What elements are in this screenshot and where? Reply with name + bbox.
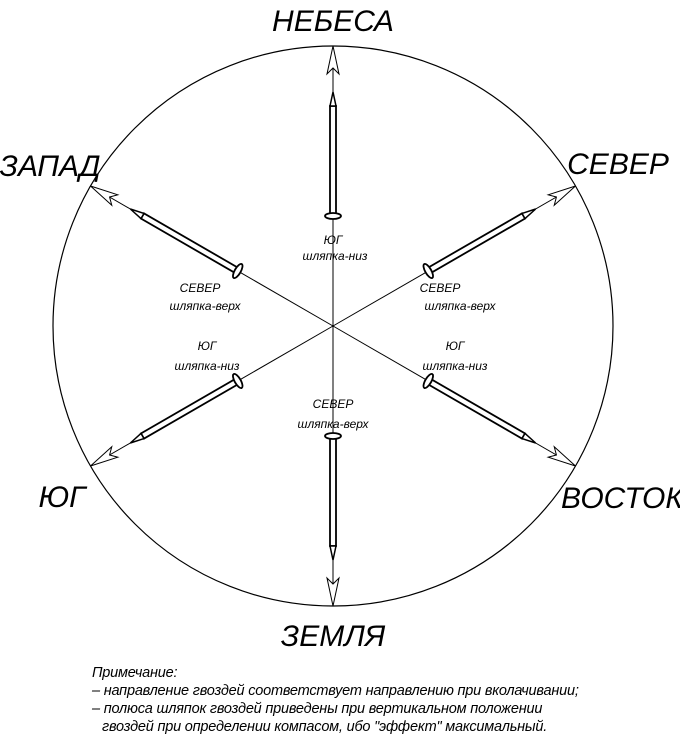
arrow-icon	[326, 45, 340, 76]
label-earth: ЗЕМЛЯ	[281, 620, 386, 653]
nail-lower-right-pole: ЮГ	[446, 339, 466, 353]
ray-lower-right	[332, 325, 576, 467]
nail-bottom-head: шляпка-верх	[297, 417, 369, 431]
label-east: ВОСТОК	[561, 482, 680, 515]
ray-upper-right	[332, 185, 576, 327]
nail-upper-left-pole: СЕВЕР	[180, 281, 221, 295]
arrow-icon	[90, 445, 120, 467]
nail-upper-left	[129, 208, 244, 279]
nail-bottom-pole: СЕВЕР	[313, 397, 354, 411]
nail-upper-right-head: шляпка-верх	[424, 299, 496, 313]
note-block: Примечание: – направление гвоздей соотве…	[92, 664, 579, 736]
nail-bottom	[324, 432, 342, 561]
nail-upper-right	[422, 208, 537, 279]
label-heavens: НЕБЕСА	[272, 5, 394, 38]
nail-lower-left	[129, 373, 244, 444]
label-south: ЮГ	[39, 481, 89, 514]
nail-lower-left-pole: ЮГ	[198, 339, 218, 353]
note-line: гвоздей при определении компасом, ибо "э…	[102, 719, 548, 735]
label-north: СЕВЕР	[567, 148, 669, 181]
nail-head	[422, 373, 434, 389]
label-west: ЗАПАД	[0, 150, 100, 183]
nail-top-pole: ЮГ	[324, 233, 344, 247]
nail-upper-left-head: шляпка-верх	[169, 299, 241, 313]
nail-head	[324, 212, 342, 220]
note-title: Примечание:	[92, 665, 178, 681]
arrow-icon	[546, 185, 576, 207]
arrow-icon	[90, 185, 120, 207]
note-line: – направление гвоздей соответствует напр…	[92, 683, 579, 699]
nail-top	[324, 91, 342, 220]
nail-head	[232, 373, 244, 389]
nail-upper-right-pole: СЕВЕР	[420, 281, 461, 295]
ray-top	[324, 45, 342, 326]
nail-lower-right-head: шляпка-низ	[423, 359, 488, 373]
arrow-icon	[326, 576, 340, 607]
nail-lower-right	[422, 373, 537, 444]
nail-head	[232, 263, 244, 279]
nail-head	[422, 263, 434, 279]
nail-top-head: шляпка-низ	[303, 249, 368, 263]
ray-upper-left	[90, 185, 334, 327]
ray-bottom	[324, 326, 342, 607]
ray-lower-left	[90, 325, 334, 467]
note-line: – полюса шляпок гвоздей приведены при ве…	[92, 701, 543, 717]
nail-lower-left-head: шляпка-низ	[175, 359, 240, 373]
nail-head	[324, 432, 342, 440]
arrow-icon	[546, 445, 576, 467]
